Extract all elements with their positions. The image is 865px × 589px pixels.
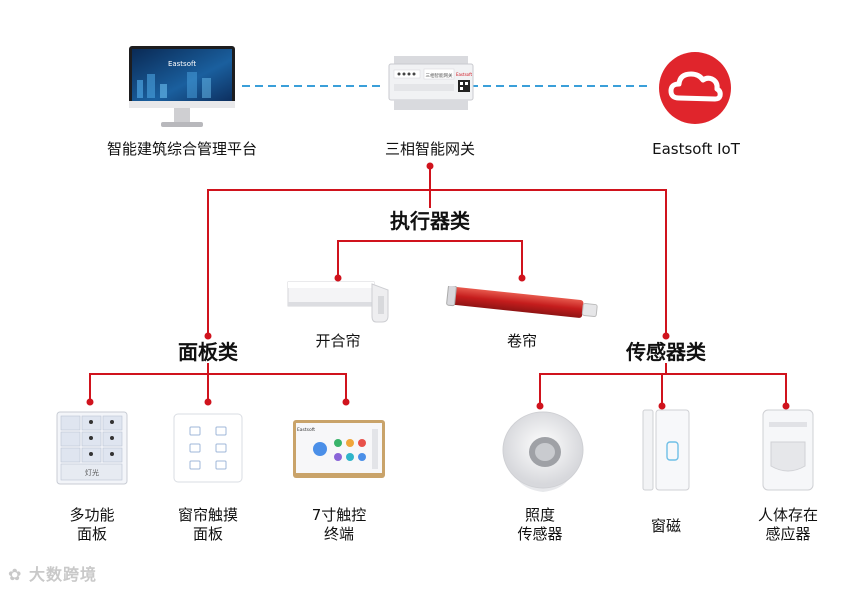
- panel-terminal-line1: 7寸触控: [311, 506, 367, 524]
- panel-terminal-line2: 终端: [323, 525, 354, 543]
- actuator-branch: [337, 240, 523, 278]
- actuator-roller-label: 卷帘: [506, 332, 537, 350]
- presence-sensor-icon: [762, 409, 814, 491]
- touch-terminal-icon: Eastsoft: [293, 420, 385, 478]
- monitor-brand-text: Eastsoft: [168, 60, 196, 68]
- window-magnet-sensor-icon: [642, 409, 690, 491]
- dot-panel-2: [204, 398, 212, 406]
- dot-gateway: [426, 162, 434, 170]
- gateway-screen-text: 三相智能网关: [426, 72, 453, 79]
- cloud-label: Eastsoft IoT: [652, 140, 740, 158]
- category-sensors: 传感器类: [626, 340, 706, 364]
- main-bus: [207, 189, 667, 336]
- sensor-presence-line2: 感应器: [765, 525, 811, 543]
- multi-function-panel-icon: 灯光: [56, 411, 128, 485]
- actuator-curtain-label: 开合帘: [315, 332, 361, 350]
- dot-actuator-left: [334, 274, 342, 282]
- panel-curtain-label: 窗帘触摸 面板: [158, 506, 258, 544]
- dot-panel-1: [86, 398, 94, 406]
- curtain-motor-icon: [287, 281, 389, 323]
- sensor-illuminance-line2: 传感器: [517, 525, 563, 543]
- category-panels: 面板类: [178, 340, 238, 364]
- sensor-illuminance-line1: 照度: [524, 506, 555, 524]
- dot-sensor-1: [536, 402, 544, 410]
- sensor-window-label: 窗磁: [616, 517, 716, 536]
- sensor-presence-line1: 人体存在: [757, 506, 818, 524]
- junction-dots: [86, 162, 790, 410]
- dot-sensors-cat: [662, 332, 670, 340]
- gateway-brand-text: Eastsoft: [456, 72, 473, 77]
- panel-caption-text: 灯光: [85, 468, 99, 477]
- panel-multi-line1: 多功能: [69, 506, 115, 524]
- dot-sensor-2: [658, 402, 666, 410]
- dot-actuator-right: [518, 274, 526, 282]
- category-actuators: 执行器类: [390, 209, 470, 233]
- watermark: ✿ 大数跨境: [8, 561, 97, 585]
- dot-panel-3: [342, 398, 350, 406]
- panel-branch: [89, 373, 347, 402]
- cloud-icon: [659, 52, 731, 124]
- gateway-icon: 三相智能网关 Eastsoft: [388, 56, 474, 110]
- panel-multi-label: 多功能 面板: [42, 506, 142, 544]
- roller-tube-icon: [446, 286, 598, 318]
- watermark-text: 大数跨境: [28, 565, 97, 584]
- platform-label: 智能建筑综合管理平台: [106, 140, 257, 158]
- panel-curtain-line2: 面板: [192, 525, 223, 543]
- panel-curtain-line1: 窗帘触摸: [177, 506, 238, 524]
- tree-lines: [89, 166, 787, 406]
- dot-panels-cat: [204, 332, 212, 340]
- sensor-presence-label: 人体存在 感应器: [738, 506, 838, 544]
- gateway-label: 三相智能网关: [384, 140, 475, 158]
- watermark-logo-icon: ✿: [8, 565, 29, 584]
- sensor-illuminance-label: 照度 传感器: [490, 506, 590, 544]
- monitor-icon: Eastsoft: [129, 46, 235, 127]
- panel-terminal-label: 7寸触控 终端: [289, 506, 389, 544]
- dot-sensor-3: [782, 402, 790, 410]
- curtain-touch-panel-icon: [173, 413, 243, 483]
- illuminance-sensor-icon: [502, 411, 584, 492]
- sensor-window-line1: 窗磁: [650, 517, 681, 535]
- terminal-brand-text: Eastsoft: [297, 427, 315, 433]
- panel-multi-line2: 面板: [76, 525, 107, 543]
